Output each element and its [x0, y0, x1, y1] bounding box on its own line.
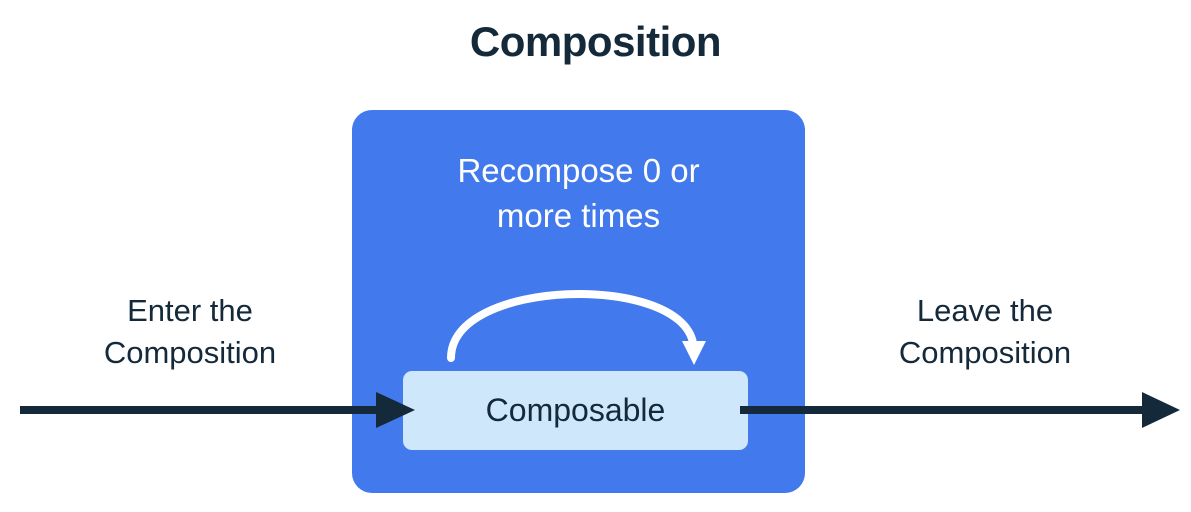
- leave-composition-line-2: Composition: [898, 335, 1072, 370]
- enter-composition-line-1: Enter the: [127, 293, 253, 328]
- leave-flow-right-arrow-icon: [740, 392, 1180, 428]
- leave-composition-label: Leave the Composition: [820, 290, 1150, 374]
- composable-box: Composable: [403, 371, 748, 450]
- enter-composition-line-2: Composition: [103, 335, 277, 370]
- page-title: Composition: [469, 18, 722, 65]
- recompose-note-line-2: more times: [496, 197, 661, 234]
- recompose-note: Recompose 0 or more times: [352, 148, 805, 238]
- recompose-note-line-1: Recompose 0 or: [457, 152, 700, 189]
- leave-composition-line-1: Leave the: [916, 293, 1054, 328]
- enter-composition-label: Enter the Composition: [30, 290, 350, 374]
- composable-label: Composable: [485, 392, 666, 428]
